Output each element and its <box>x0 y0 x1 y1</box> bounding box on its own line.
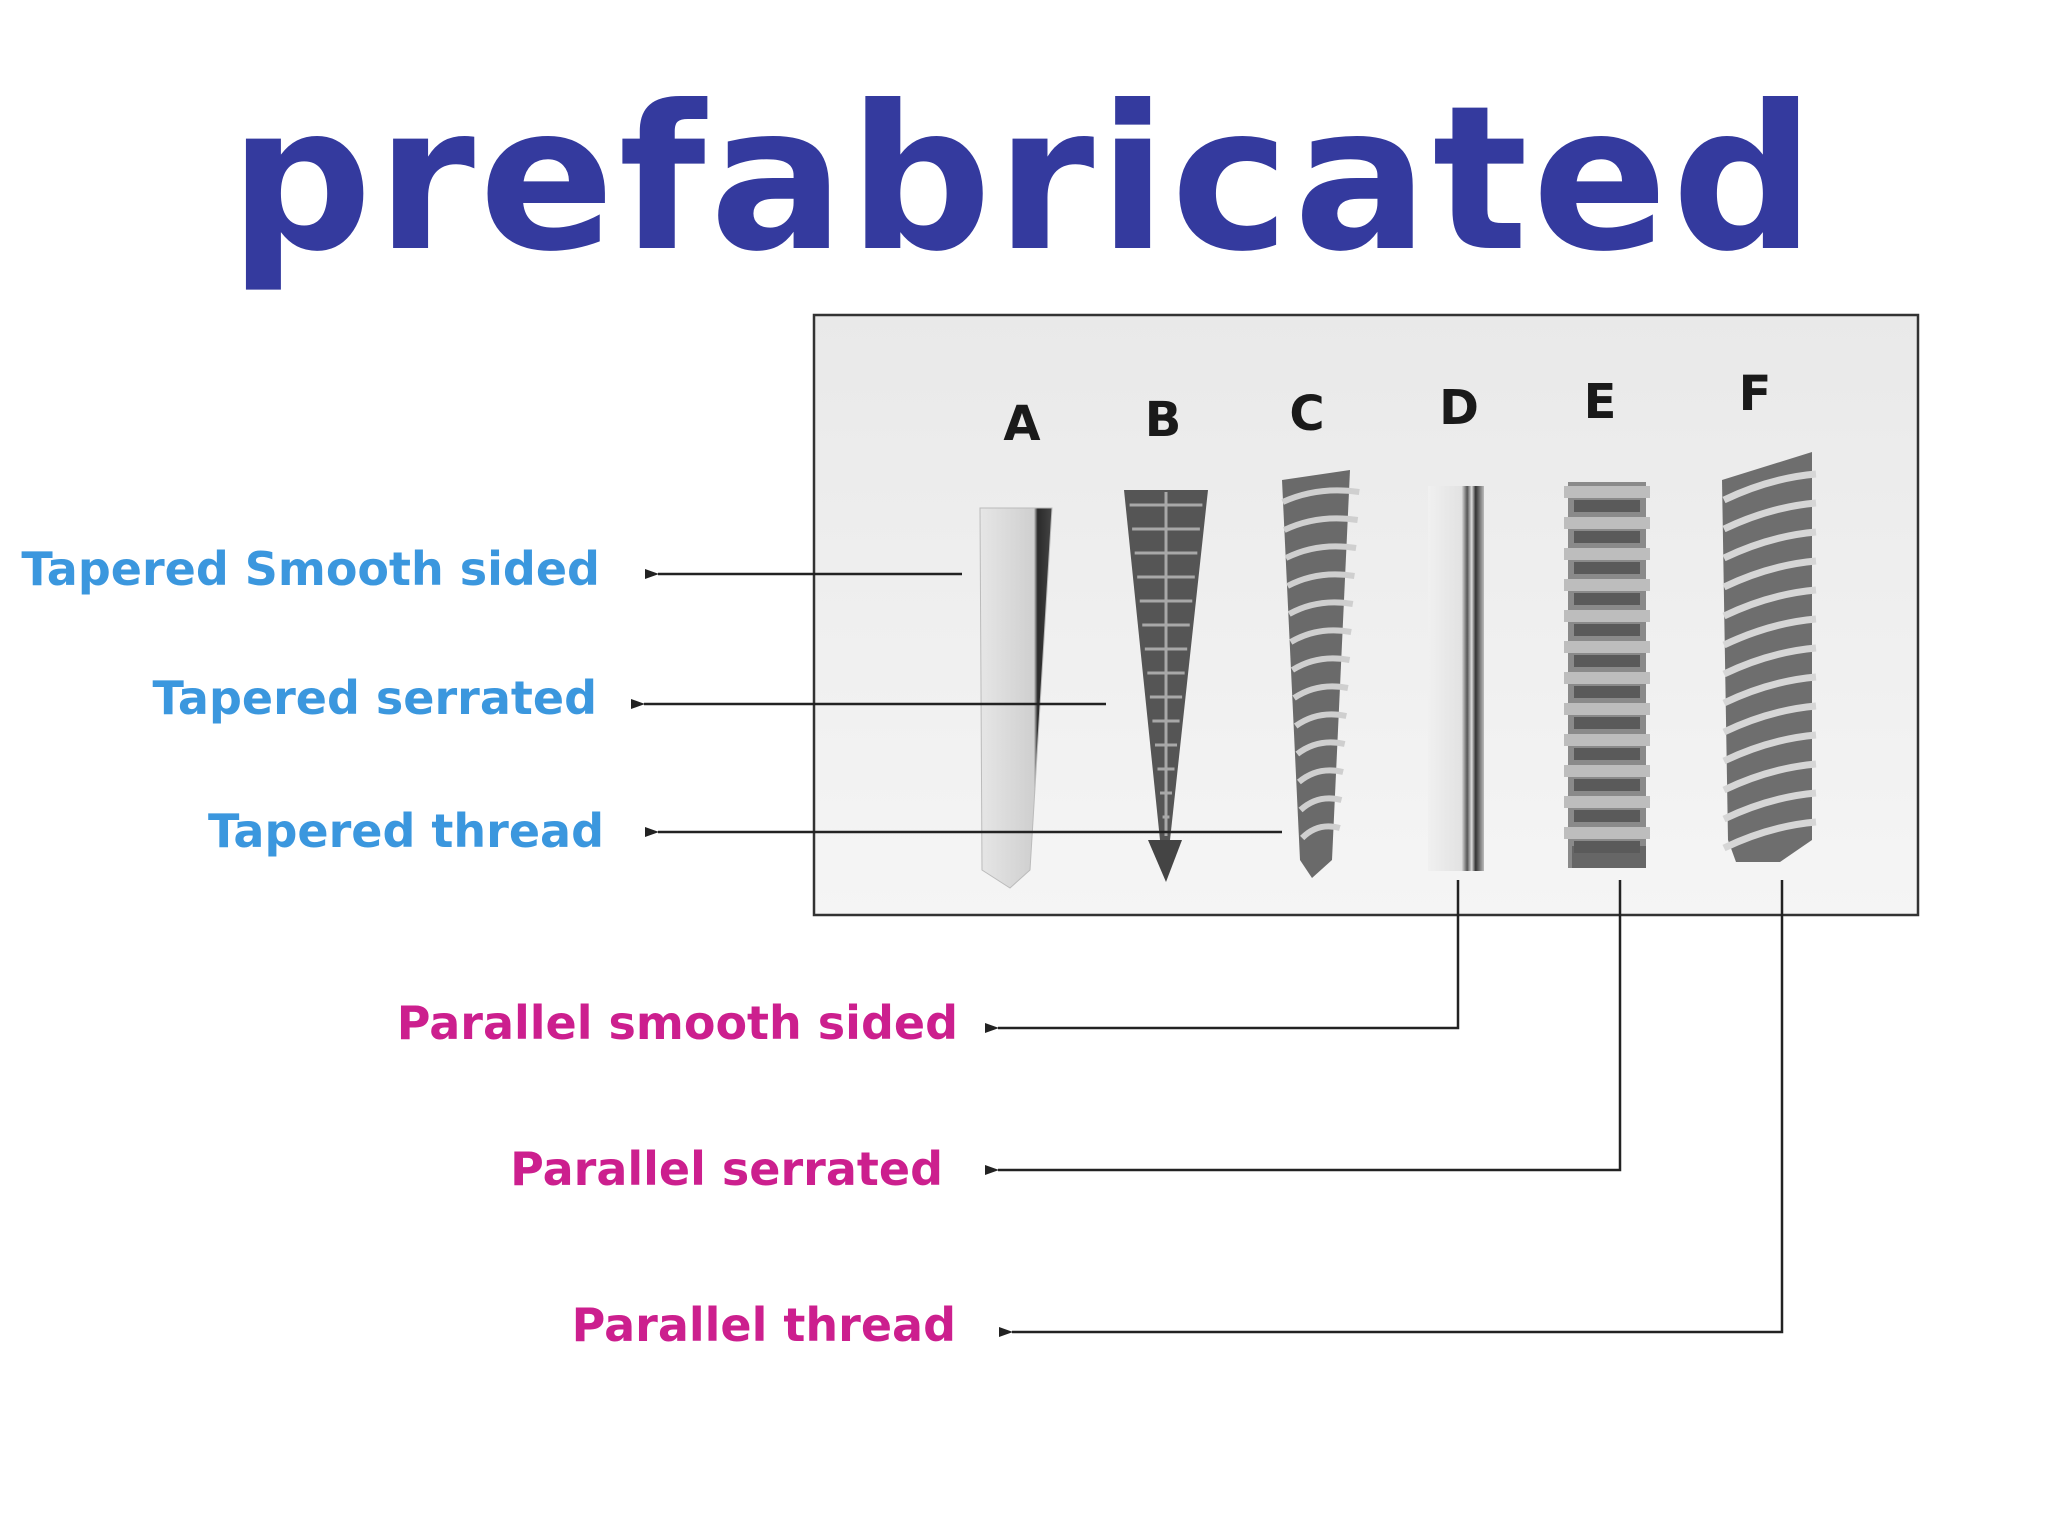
leader-line-parallel-smooth <box>985 880 1460 1033</box>
post-letter-e: E <box>1584 374 1617 430</box>
post-letter-a: A <box>1003 396 1040 452</box>
label-parallel-serrated: Parallel serrated <box>510 1142 943 1196</box>
post-letter-b: B <box>1145 392 1182 448</box>
post-photo: A B C D E F <box>812 313 1920 917</box>
leader-line-parallel-thread <box>999 880 1784 1337</box>
post-b-image <box>1124 490 1208 882</box>
post-d-image <box>1428 486 1484 871</box>
post-letter-c: C <box>1289 386 1324 442</box>
post-a-image <box>979 507 1053 889</box>
post-c-image <box>1281 470 1360 878</box>
post-f-image <box>1722 452 1817 862</box>
post-letter-d: D <box>1439 380 1479 436</box>
label-tapered-serrated: Tapered serrated <box>152 671 597 725</box>
label-parallel-smooth-sided: Parallel smooth sided <box>396 996 958 1050</box>
label-parallel-thread: Parallel thread <box>571 1298 956 1352</box>
label-tapered-smooth-sided: Tapered Smooth sided <box>21 542 600 596</box>
label-tapered-thread: Tapered thread <box>207 804 604 858</box>
post-e-image <box>1564 482 1650 868</box>
leader-line-parallel-serrated <box>985 880 1622 1175</box>
slide-title: prefabricated <box>229 63 1819 296</box>
post-letter-f: F <box>1739 366 1772 422</box>
